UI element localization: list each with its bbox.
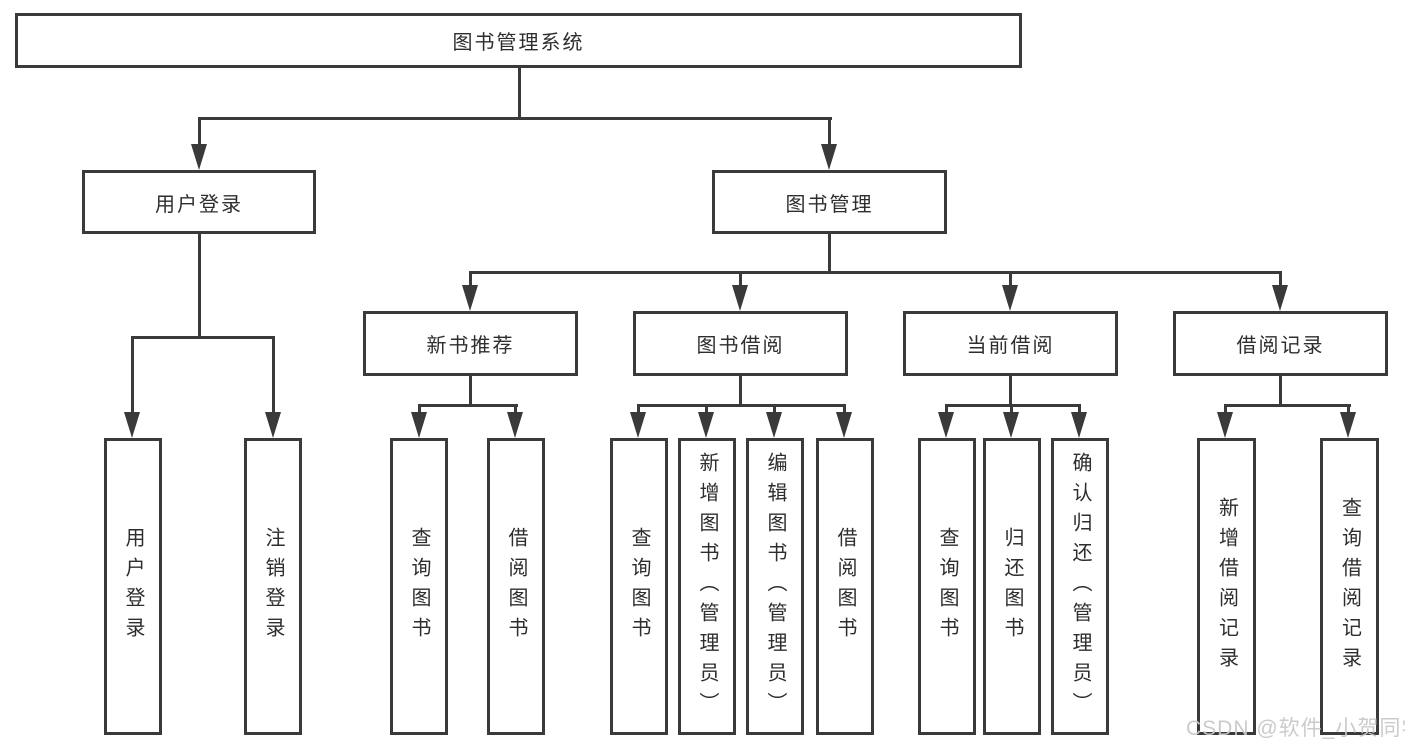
node-user-login: 用户登录 bbox=[82, 170, 316, 234]
leaf-query-books-recommend: 查询图书 bbox=[390, 438, 448, 735]
connector-line bbox=[843, 404, 846, 414]
leaf-add-borrow-record: 新增借阅记录 bbox=[1197, 438, 1256, 735]
connector-line bbox=[1009, 271, 1012, 287]
leaf-user-login: 用户登录 bbox=[104, 438, 162, 735]
connector-line bbox=[828, 117, 831, 147]
node-label: 借阅记录 bbox=[1236, 335, 1325, 357]
node-label: 图书管理 bbox=[785, 193, 874, 216]
leaf-add-book-admin: 新增图书（管理员） bbox=[678, 438, 736, 735]
connector-line bbox=[1010, 404, 1013, 414]
arrowhead-down-icon bbox=[821, 144, 837, 170]
connector-line bbox=[514, 404, 517, 414]
arrowhead-down-icon bbox=[938, 412, 954, 438]
arrowhead-down-icon bbox=[411, 412, 427, 438]
node-label: 查询图书 bbox=[628, 526, 650, 647]
arrowhead-down-icon bbox=[1002, 285, 1018, 311]
connector-line bbox=[1009, 376, 1012, 406]
connector-line bbox=[945, 404, 1081, 407]
node-label: 借阅图书 bbox=[505, 526, 527, 647]
connector-line bbox=[198, 234, 201, 338]
connector-line bbox=[198, 117, 201, 147]
connector-line bbox=[739, 271, 742, 287]
leaf-edit-book-admin: 编辑图书（管理员） bbox=[746, 438, 804, 735]
connector-line bbox=[637, 404, 846, 407]
node-label: 新增图书（管理员） bbox=[696, 451, 718, 722]
node-label: 归还图书 bbox=[1001, 526, 1023, 647]
connector-line bbox=[773, 404, 776, 414]
node-current-borrowing: 当前借阅 bbox=[903, 311, 1118, 376]
node-label: 借阅图书 bbox=[834, 526, 856, 647]
arrowhead-down-icon bbox=[1003, 412, 1019, 438]
leaf-return-books: 归还图书 bbox=[983, 438, 1041, 735]
arrowhead-down-icon bbox=[698, 412, 714, 438]
node-label: 注销登录 bbox=[262, 526, 284, 647]
connector-line bbox=[131, 336, 275, 339]
arrowhead-down-icon bbox=[1071, 412, 1087, 438]
leaf-borrow-books: 借阅图书 bbox=[816, 438, 874, 735]
connector-line bbox=[1224, 404, 1227, 414]
connector-line bbox=[272, 336, 275, 414]
connector-line bbox=[469, 376, 472, 406]
arrowhead-down-icon bbox=[1340, 412, 1356, 438]
leaf-borrow-books-recommend: 借阅图书 bbox=[487, 438, 545, 735]
node-book-management: 图书管理 bbox=[712, 170, 947, 234]
node-label: 查询图书 bbox=[408, 526, 430, 647]
connector-line bbox=[1224, 404, 1351, 407]
node-label: 用户登录 bbox=[155, 193, 243, 216]
node-label: 当前借阅 bbox=[966, 335, 1055, 357]
leaf-query-books-current: 查询图书 bbox=[918, 438, 976, 735]
connector-line bbox=[1347, 404, 1350, 414]
node-label: 新增借阅记录 bbox=[1215, 496, 1238, 677]
connector-line bbox=[198, 117, 832, 120]
connector-line bbox=[705, 404, 708, 414]
connector-line bbox=[739, 376, 742, 406]
node-label: 用户登录 bbox=[122, 526, 144, 647]
leaf-query-borrow-record: 查询借阅记录 bbox=[1320, 438, 1379, 735]
node-label: 查询图书 bbox=[936, 526, 958, 647]
arrowhead-down-icon bbox=[766, 412, 782, 438]
leaf-query-books-borrow: 查询图书 bbox=[610, 438, 668, 735]
node-label: 新书推荐 bbox=[426, 335, 515, 357]
arrowhead-down-icon bbox=[1217, 412, 1233, 438]
arrowhead-down-icon bbox=[462, 285, 478, 311]
arrowhead-down-icon bbox=[191, 144, 207, 170]
node-library-management-system: 图书管理系统 bbox=[15, 13, 1022, 68]
connector-line bbox=[1279, 376, 1282, 406]
node-new-book-recommend: 新书推荐 bbox=[363, 311, 578, 376]
connector-line bbox=[518, 67, 521, 120]
arrowhead-down-icon bbox=[630, 412, 646, 438]
arrowhead-down-icon bbox=[836, 412, 852, 438]
connector-line bbox=[418, 404, 518, 407]
csdn-watermark: CSDN @软件_小贺同学 bbox=[1186, 717, 1405, 740]
arrowhead-down-icon bbox=[507, 412, 523, 438]
node-borrowing-records: 借阅记录 bbox=[1173, 311, 1388, 376]
node-book-borrowing: 图书借阅 bbox=[633, 311, 848, 376]
connector-line bbox=[828, 234, 831, 274]
connector-line bbox=[131, 336, 134, 414]
node-label: 确认归还（管理员） bbox=[1069, 451, 1091, 722]
connector-line bbox=[469, 271, 1282, 274]
arrowhead-down-icon bbox=[732, 285, 748, 311]
arrowhead-down-icon bbox=[124, 412, 140, 438]
node-label: 编辑图书（管理员） bbox=[764, 451, 786, 722]
node-label: 查询借阅记录 bbox=[1338, 496, 1361, 677]
leaf-confirm-return-admin: 确认归还（管理员） bbox=[1051, 438, 1109, 735]
arrowhead-down-icon bbox=[265, 412, 281, 438]
connector-line bbox=[418, 404, 421, 414]
node-label: 图书借阅 bbox=[696, 335, 785, 357]
connector-line bbox=[1078, 404, 1081, 414]
connector-line bbox=[469, 271, 472, 287]
connector-line bbox=[1279, 271, 1282, 287]
connector-line bbox=[637, 404, 640, 414]
arrowhead-down-icon bbox=[1272, 285, 1288, 311]
leaf-logout: 注销登录 bbox=[244, 438, 302, 735]
connector-line bbox=[945, 404, 948, 414]
node-label: 图书管理系统 bbox=[452, 32, 585, 54]
